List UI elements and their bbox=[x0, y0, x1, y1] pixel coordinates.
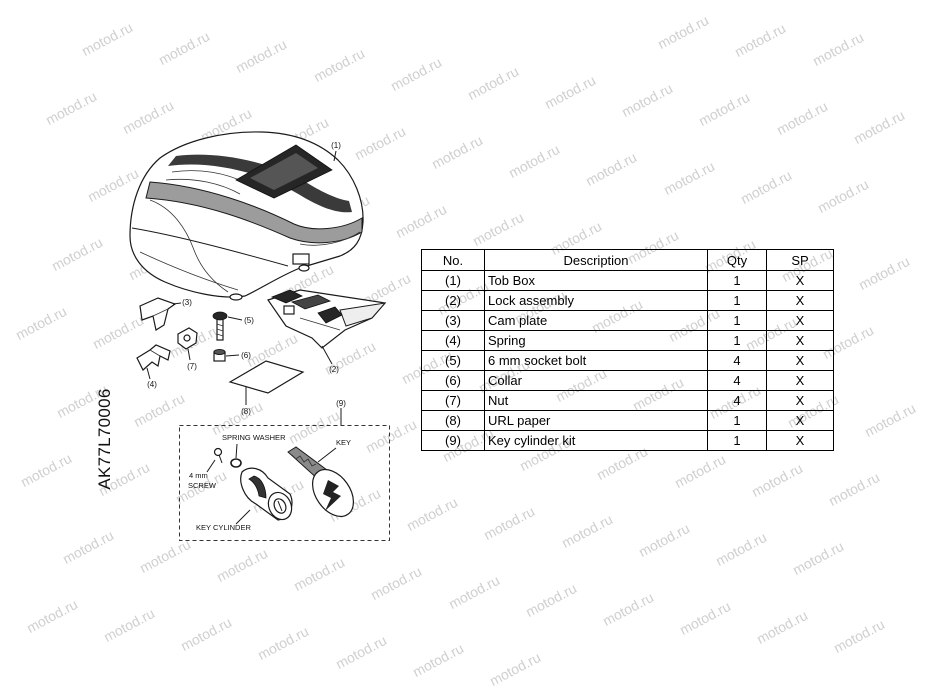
table-row: (2) Lock assembly 1 X bbox=[421, 290, 834, 311]
screw-part bbox=[206, 447, 223, 473]
description-cell: Tob Box bbox=[484, 270, 708, 291]
sp-cell: X bbox=[766, 430, 834, 451]
part-number-cell: (4) bbox=[421, 330, 485, 351]
qty-cell: 4 bbox=[707, 370, 767, 391]
spring-part bbox=[136, 344, 171, 380]
sp-cell: X bbox=[766, 390, 834, 411]
description-cell: Spring bbox=[484, 330, 708, 351]
qty-cell: 1 bbox=[707, 310, 767, 331]
table-row: (6) Collar 4 X bbox=[421, 370, 834, 391]
callout-9: (9) bbox=[336, 399, 346, 408]
screw-label: SCREW bbox=[188, 481, 217, 490]
key-part bbox=[287, 446, 355, 518]
cam-plate-part bbox=[139, 297, 182, 331]
table-row: (7) Nut 4 X bbox=[421, 390, 834, 411]
collar-part bbox=[213, 349, 240, 362]
screw-size-label: 4 mm bbox=[189, 471, 208, 480]
qty-cell: 1 bbox=[707, 330, 767, 351]
sp-cell: X bbox=[766, 290, 834, 311]
qty-cell: 1 bbox=[707, 270, 767, 291]
table-row: (9) Key cylinder kit 1 X bbox=[421, 430, 834, 451]
header-no: No. bbox=[421, 249, 485, 271]
table-row: (8) URL paper 1 X bbox=[421, 410, 834, 431]
part-number-cell: (1) bbox=[421, 270, 485, 291]
description-cell: Nut bbox=[484, 390, 708, 411]
callout-8: (8) bbox=[241, 407, 251, 416]
sp-cell: X bbox=[766, 310, 834, 331]
url-paper-part bbox=[228, 360, 305, 405]
part-number-cell: (5) bbox=[421, 350, 485, 371]
key-label: KEY bbox=[336, 438, 351, 447]
lock-assembly-part bbox=[267, 289, 387, 365]
parts-table: No. Description Qty SP (1) Tob Box 1 X (… bbox=[421, 249, 834, 451]
callout-3: (3) bbox=[182, 298, 192, 307]
table-row: (3) Cam plate 1 X bbox=[421, 310, 834, 331]
part-number-cell: (9) bbox=[421, 430, 485, 451]
description-cell: Cam plate bbox=[484, 310, 708, 331]
qty-cell: 1 bbox=[707, 430, 767, 451]
sp-cell: X bbox=[766, 350, 834, 371]
part-number-cell: (3) bbox=[421, 310, 485, 331]
callout-1: (1) bbox=[331, 141, 341, 150]
description-cell: Collar bbox=[484, 370, 708, 391]
part-number-cell: (7) bbox=[421, 390, 485, 411]
sp-cell: X bbox=[766, 410, 834, 431]
description-cell: URL paper bbox=[484, 410, 708, 431]
spring-washer-part bbox=[230, 443, 242, 468]
sp-cell: X bbox=[766, 270, 834, 291]
qty-cell: 1 bbox=[707, 290, 767, 311]
key-cylinder-kit bbox=[179, 408, 390, 541]
part-number-cell: (6) bbox=[421, 370, 485, 391]
description-cell: 6 mm socket bolt bbox=[484, 350, 708, 371]
callout-7: (7) bbox=[187, 362, 197, 371]
description-cell: Lock assembly bbox=[484, 290, 708, 311]
part-number-cell: (2) bbox=[421, 290, 485, 311]
spring-washer-label: SPRING WASHER bbox=[222, 433, 286, 442]
header-qty: Qty bbox=[707, 249, 767, 271]
nut-part bbox=[177, 327, 198, 361]
part-number-cell: (8) bbox=[421, 410, 485, 431]
sp-cell: X bbox=[766, 330, 834, 351]
qty-cell: 4 bbox=[707, 350, 767, 371]
header-description: Description bbox=[484, 249, 708, 271]
key-cylinder-label: KEY CYLINDER bbox=[196, 523, 251, 532]
key-cylinder-part bbox=[235, 467, 293, 525]
callout-4: (4) bbox=[147, 380, 157, 389]
table-row: (1) Tob Box 1 X bbox=[421, 270, 834, 291]
table-row: (4) Spring 1 X bbox=[421, 330, 834, 351]
header-sp: SP bbox=[766, 249, 834, 271]
sp-cell: X bbox=[766, 370, 834, 391]
qty-cell: 4 bbox=[707, 390, 767, 411]
qty-cell: 1 bbox=[707, 410, 767, 431]
table-header-row: No. Description Qty SP bbox=[421, 249, 834, 271]
callout-6: (6) bbox=[241, 351, 251, 360]
top-box-part bbox=[129, 131, 364, 301]
description-cell: Key cylinder kit bbox=[484, 430, 708, 451]
table-row: (5) 6 mm socket bolt 4 X bbox=[421, 350, 834, 371]
callout-2: (2) bbox=[329, 365, 339, 374]
socket-bolt-part bbox=[212, 311, 243, 341]
callout-5: (5) bbox=[244, 316, 254, 325]
drawing-code: AK77L70006 bbox=[95, 388, 114, 490]
